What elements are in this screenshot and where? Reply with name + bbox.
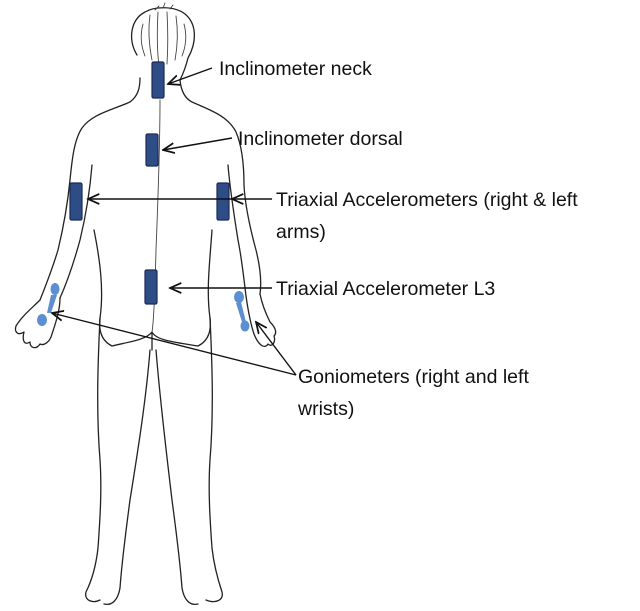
l3-accelerometer-sensor: [145, 270, 157, 304]
label-wrists-line1: Goniometers (right and left: [298, 366, 529, 388]
dorsal-inclinometer-sensor: [146, 134, 158, 166]
label-wrists-line2: wrists): [297, 398, 354, 420]
right-leg-outline: [206, 318, 222, 602]
label-dorsal: Inclinometer dorsal: [238, 128, 403, 150]
labels: Inclinometer neck Inclinometer dorsal Tr…: [219, 58, 578, 420]
left-wrist-goniometer: [234, 291, 250, 332]
right-leg-inner: [156, 350, 198, 604]
hair-strands: [141, 3, 185, 66]
right-arm-accelerometer-sensor: [70, 183, 82, 220]
sensors: [37, 62, 250, 332]
label-arms-line1: Triaxial Accelerometers (right & left: [276, 189, 578, 211]
right-arm-inner: [228, 165, 246, 296]
dorsal-arrow: [163, 138, 232, 150]
label-l3: Triaxial Accelerometer L3: [276, 278, 495, 300]
left-arm-accelerometer-sensor: [217, 183, 229, 220]
neck-inclinometer-sensor: [152, 62, 164, 98]
left-leg-inner: [104, 350, 150, 604]
label-arms-line2: arms): [276, 221, 326, 243]
arrows: [52, 68, 296, 375]
neck-arrow: [168, 68, 212, 84]
right-hand-outline: [246, 294, 276, 346]
left-leg-outline: [86, 318, 101, 602]
label-neck: Inclinometer neck: [219, 58, 372, 80]
